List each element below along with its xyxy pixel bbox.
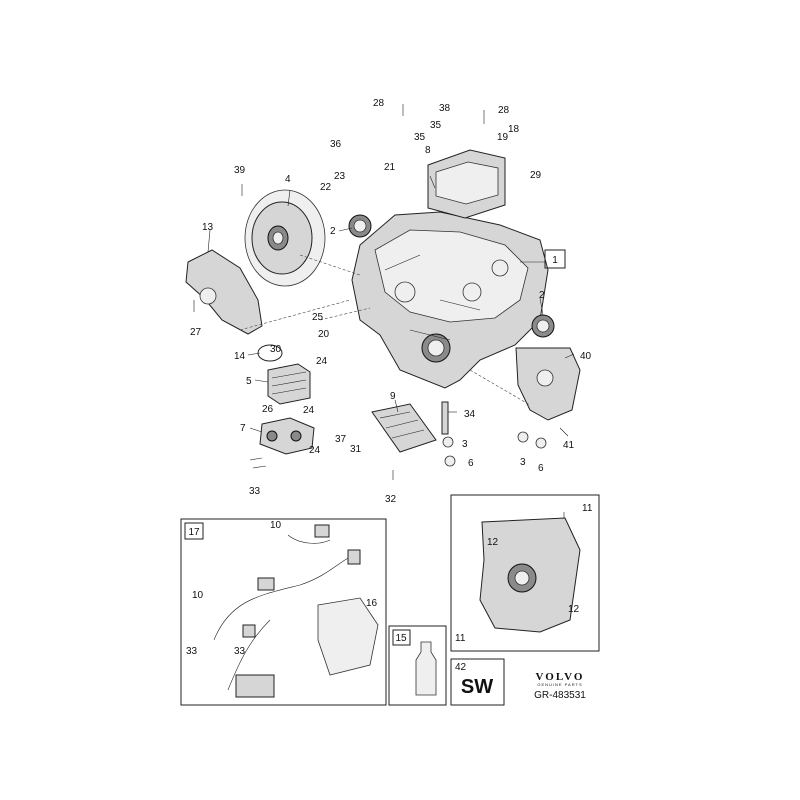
callout-box-1	[544, 249, 566, 269]
diagram-reference: GR-483531	[534, 690, 586, 701]
bolts	[193, 104, 565, 520]
callout-33a: 33	[249, 486, 261, 497]
callout-12b: 12	[568, 604, 580, 615]
callout-26: 26	[262, 404, 274, 415]
inset-engine: 11 11 12 12	[450, 494, 600, 652]
inset-fluid: 15	[388, 625, 447, 706]
callout-19: 19	[497, 132, 509, 143]
callout-1: 1	[552, 255, 558, 266]
sw-label: SW	[461, 676, 493, 698]
callout-2b: 2	[539, 290, 545, 301]
callout-10a: 10	[270, 520, 282, 531]
callouts-main: 1 2 2 3 3 4 5 6 6 7 8 9 13 14 18 19 20 2…	[190, 98, 592, 505]
callout-33c: 33	[234, 646, 246, 657]
brand-logo: VOLVO	[536, 671, 585, 683]
callout-28a: 28	[373, 98, 385, 109]
callout-33b: 33	[186, 646, 198, 657]
callout-35a: 35	[430, 120, 442, 131]
callout-6a: 6	[468, 458, 474, 469]
callout-32: 32	[385, 494, 397, 505]
callout-7: 7	[240, 423, 246, 434]
filter-part	[371, 403, 437, 453]
inset-harness: 17 10 10 16 33 33	[180, 518, 387, 706]
callout-6b: 6	[538, 463, 544, 474]
callout-4: 4	[285, 174, 291, 185]
pin-part	[441, 401, 449, 435]
callout-41: 41	[563, 440, 575, 451]
callout-3a: 3	[462, 439, 468, 450]
callout-11a: 11	[582, 503, 593, 514]
alignment-lines	[239, 254, 531, 406]
callout-24b: 24	[303, 405, 315, 416]
callout-31: 31	[350, 444, 362, 455]
callout-42: 42	[455, 662, 467, 673]
callout-29: 29	[530, 170, 542, 181]
flywheel-part	[244, 189, 326, 287]
part-13-housing	[185, 249, 263, 335]
callout-24a: 24	[316, 356, 328, 367]
callout-28b: 28	[498, 105, 510, 116]
callout-10b: 10	[192, 590, 204, 601]
callout-2a: 2	[330, 226, 336, 237]
leader-lines	[207, 175, 575, 437]
callout-23: 23	[334, 171, 346, 182]
brand-tagline: GENUINE PARTS	[537, 682, 582, 687]
callout-9: 9	[390, 391, 396, 402]
fluid-bottle	[415, 641, 437, 696]
callout-34: 34	[464, 409, 476, 420]
callout-35b: 35	[414, 132, 426, 143]
callout-25: 25	[312, 312, 324, 323]
part-8-block	[427, 149, 506, 219]
callout-40: 40	[580, 351, 592, 362]
bracket-part	[515, 347, 581, 421]
callout-30: 30	[270, 344, 282, 355]
callout-15: 15	[395, 633, 407, 644]
callout-11b: 11	[455, 633, 466, 644]
callout-37: 37	[335, 434, 347, 445]
callout-8: 8	[425, 145, 431, 156]
callout-36: 36	[330, 139, 342, 150]
callout-27: 27	[190, 327, 202, 338]
callout-12a: 12	[487, 537, 499, 548]
callout-18: 18	[508, 124, 520, 135]
o-ring-part	[257, 344, 283, 362]
callout-20: 20	[318, 329, 330, 340]
callout-13: 13	[202, 222, 214, 233]
callout-16: 16	[366, 598, 378, 609]
callout-24c: 24	[309, 445, 321, 456]
callout-3b: 3	[520, 457, 526, 468]
callout-22: 22	[320, 182, 332, 193]
callout-17: 17	[188, 527, 200, 538]
callout-14: 14	[234, 351, 246, 362]
oil-cooler-part	[267, 363, 311, 405]
gearbox-housing	[351, 211, 549, 389]
callout-5: 5	[246, 376, 252, 387]
callout-39: 39	[234, 165, 246, 176]
callout-21: 21	[384, 162, 396, 173]
inset-software: 42 SW	[450, 658, 505, 706]
callout-38: 38	[439, 103, 451, 114]
part-7-block	[259, 417, 315, 455]
